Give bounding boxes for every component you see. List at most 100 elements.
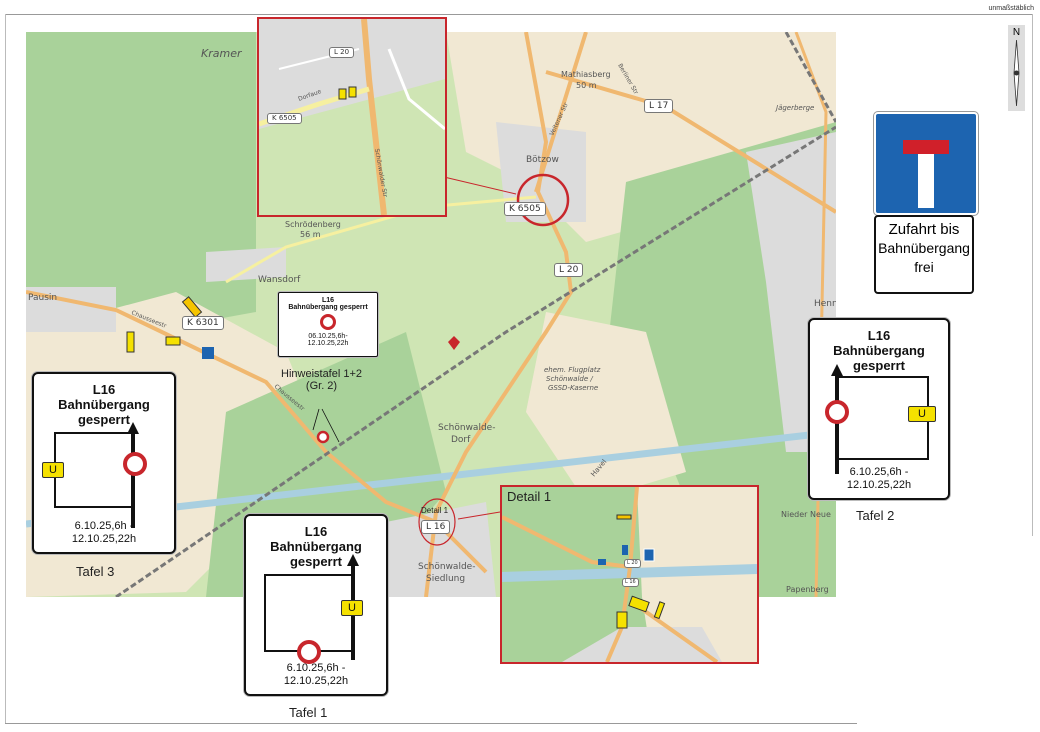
tafel-1-label: Tafel 1 xyxy=(289,705,328,720)
scale-note: unmaßstäblich xyxy=(988,5,1034,12)
hinweistafel-label-line1: Hinweistafel 1+2 xyxy=(281,368,363,380)
inset-boetzow[interactable]: Dorfaue Schönwalder Str L 20 K 6505 xyxy=(257,17,447,217)
dead-end-sign-icon xyxy=(202,347,214,359)
tafel-road: L16 xyxy=(92,382,116,397)
inset-shield-k6505: K 6505 xyxy=(267,113,302,124)
callout-arrow xyxy=(443,176,517,195)
detail-marker-label: Detail 1 xyxy=(421,506,449,515)
north-arrow-icon xyxy=(1013,39,1020,107)
detail-title: Detail 1 xyxy=(507,489,552,504)
closure-ring-icon xyxy=(123,452,147,476)
tafel-date-1: 6.10.25,6h - xyxy=(849,466,909,478)
arrow-head-icon xyxy=(347,554,359,566)
frame-top-line xyxy=(5,14,1032,15)
detour-sign-icon xyxy=(126,331,135,353)
tafel-date-1: 6.10.25,6h - xyxy=(74,520,134,532)
closure-sign-marker xyxy=(316,430,330,444)
place-kramer: Kramer xyxy=(201,47,243,60)
place-mathiasberg-elev: 50 m xyxy=(576,81,597,90)
dead-end-bar-icon xyxy=(903,140,949,154)
inset-detail-map xyxy=(502,487,757,662)
hinweistafel-label-line2: (Gr. 2) xyxy=(305,380,338,392)
dead-end-text-panel: Zufahrt bis Bahnübergang frei xyxy=(874,215,974,294)
place-boetzow: Bötzow xyxy=(526,155,559,165)
north-arrow: N xyxy=(1008,25,1025,111)
closure-ring-icon xyxy=(320,314,336,330)
tafel-road: L16 xyxy=(304,524,328,539)
barrier-icon xyxy=(181,296,203,318)
road-berliner-str xyxy=(534,32,588,193)
arrow-head-icon xyxy=(831,364,843,376)
dead-end-line-3: frei xyxy=(914,259,934,275)
place-flugplatz: ehem. Flugplatz xyxy=(544,366,601,374)
hinweistafel-date-2: 12.10.25,22h xyxy=(307,340,349,347)
pointer-line xyxy=(312,408,320,431)
pointer-line xyxy=(321,408,340,443)
highlight-circle-detail1 xyxy=(418,498,456,546)
shield-l16: L 16 xyxy=(421,520,451,534)
hinweistafel-road: L16 xyxy=(321,297,335,304)
place-nieder-neuendorf: Nieder Neue xyxy=(781,510,831,519)
place-schoenwalde-siedlung: Schönwalde- xyxy=(418,562,475,572)
place-schoenwalde-dorf: Dorf xyxy=(451,435,471,445)
callout-arrow xyxy=(457,511,501,520)
tafel-text: Bahnübergang gesperrt xyxy=(833,343,925,373)
place-schroedenberg-elev: 56 m xyxy=(300,230,321,239)
tafel-date-2: 12.10.25,22h xyxy=(283,675,349,687)
place-schoenwalde-dorf: Schönwalde- xyxy=(438,423,495,433)
dead-end-line-1: Zufahrt bis xyxy=(888,221,960,238)
dead-end-stem-icon xyxy=(918,154,934,208)
frame-left-line xyxy=(5,14,6,724)
main-road-arrow xyxy=(835,374,839,474)
detail-shield-l20: L 20 xyxy=(624,559,641,568)
town-area xyxy=(206,247,286,282)
road-k6505 xyxy=(225,195,537,284)
town-area xyxy=(386,502,496,597)
inset-shield-l20: L 20 xyxy=(329,47,355,58)
forest-area xyxy=(26,32,256,332)
tafel-3-label: Tafel 3 xyxy=(76,564,115,579)
shield-l17: L 17 xyxy=(644,99,674,113)
dead-end-line-2: Bahnübergang xyxy=(878,240,970,256)
shield-k6301: K 6301 xyxy=(182,316,224,330)
frame-right-line xyxy=(1032,14,1033,536)
place-henn: Henn xyxy=(814,299,836,309)
closure-ring-icon xyxy=(825,400,849,424)
tafel-road: L16 xyxy=(867,328,891,343)
main-road-arrow xyxy=(131,432,135,528)
tafel-2-sign: L16 Bahnübergang gesperrt U 6.10.25,6h -… xyxy=(808,318,950,500)
railway xyxy=(784,32,836,123)
place-papenberg: Papenberg xyxy=(786,585,829,594)
road-l20 xyxy=(424,32,574,597)
north-label: N xyxy=(1012,27,1021,38)
place-flugplatz: Schönwalde / xyxy=(546,375,593,383)
place-mathiasberg: Mathiasberg xyxy=(561,70,611,79)
hinweistafel-text: Bahnübergang gesperrt xyxy=(288,304,368,311)
place-schroedenberg: Schrödenberg xyxy=(285,220,341,229)
railway-crossing-marker xyxy=(448,336,460,350)
detour-u-badge: U xyxy=(908,406,936,422)
dead-end-sign xyxy=(874,112,978,215)
tafel-text: Bahnübergang gesperrt xyxy=(270,539,362,569)
place-wansdorf: Wansdorf xyxy=(258,275,301,285)
place-flugplatz: GSSD-Kaserne xyxy=(548,384,598,392)
inset-map: Dorfaue Schönwalder Str xyxy=(259,19,445,215)
detour-sign-icon xyxy=(165,336,181,346)
place-pausin: Pausin xyxy=(28,293,57,303)
tafel-2-label: Tafel 2 xyxy=(856,508,895,523)
tafel-date-2: 12.10.25,22h xyxy=(846,479,912,491)
detail-shield-l16: L 16 xyxy=(622,578,639,587)
tafel-date-2: 12.10.25,22h xyxy=(71,533,137,545)
detour-u-badge: U xyxy=(341,600,363,616)
place-schoenwalde-siedlung: Siedlung xyxy=(426,574,465,584)
inset-detail-1[interactable]: Detail 1 L 20 L 16 xyxy=(500,485,759,664)
hinweistafel-sign: L16 Bahnübergang gesperrt 06.10.25,6h- 1… xyxy=(278,292,378,357)
tafel-text: Bahnübergang gesperrt xyxy=(58,397,150,427)
detour-route-line xyxy=(54,432,134,508)
shield-k6505: K 6505 xyxy=(504,202,546,216)
tafel-1-sign: L16 Bahnübergang gesperrt U 6.10.25,6h -… xyxy=(244,514,388,696)
railway xyxy=(115,125,836,597)
closure-ring-icon xyxy=(297,640,321,664)
detour-u-badge: U xyxy=(42,462,64,478)
shield-l20: L 20 xyxy=(554,263,584,277)
